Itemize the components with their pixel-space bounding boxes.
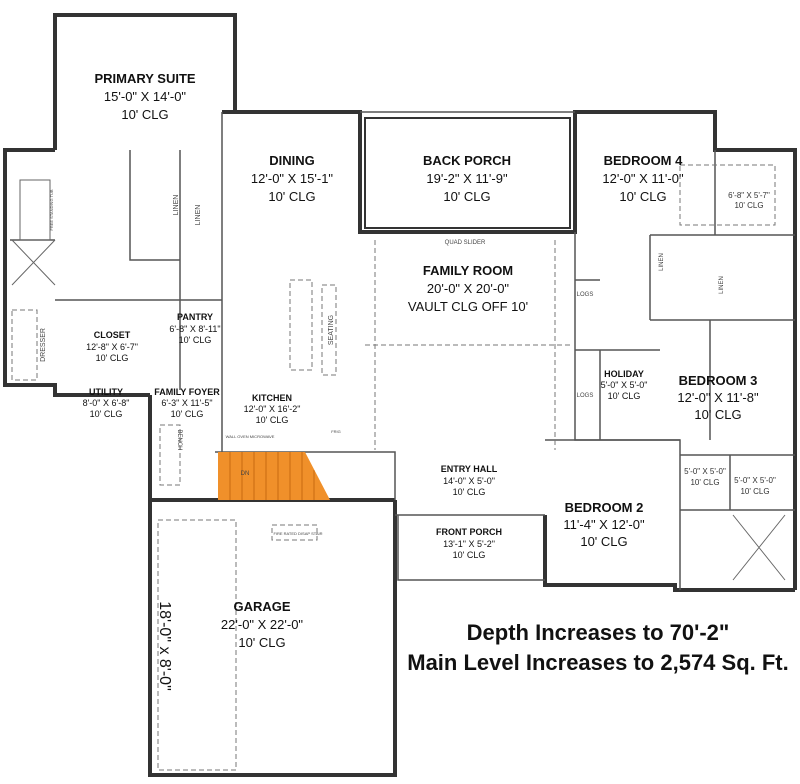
room-dining: DINING 12'-0" X 15'-1" 10' CLG xyxy=(251,153,334,204)
svg-text:10' CLG: 10' CLG xyxy=(580,534,627,549)
svg-text:20'-0" X 20'-0": 20'-0" X 20'-0" xyxy=(427,281,510,296)
room-back-porch: BACK PORCH 19'-2" X 11'-9" 10' CLG xyxy=(423,153,511,204)
room-kitchen: KITCHEN 12'-0" X 16'-2" 10' CLG xyxy=(244,393,301,425)
tub-label: FREE STANDING TUB xyxy=(49,189,54,231)
svg-text:BEDROOM 4: BEDROOM 4 xyxy=(604,153,684,168)
svg-text:FAMILY ROOM: FAMILY ROOM xyxy=(423,263,513,278)
room-holiday: HOLIDAY 5'-0" X 5'-0" 10' CLG xyxy=(601,369,648,401)
linen-label-3: LINEN xyxy=(719,276,725,294)
svg-text:HOLIDAY: HOLIDAY xyxy=(604,369,644,379)
attic-stair-label: FIRE RATED DISAP STAIR xyxy=(273,531,322,536)
svg-text:11'-4" X 12'-0": 11'-4" X 12'-0" xyxy=(563,517,645,532)
svg-text:12'-0" X 11'-8": 12'-0" X 11'-8" xyxy=(677,390,759,405)
svg-text:ENTRY HALL: ENTRY HALL xyxy=(441,464,498,474)
svg-text:10' CLG: 10' CLG xyxy=(179,335,212,345)
svg-text:10' CLG: 10' CLG xyxy=(443,189,490,204)
quad-slider-label: QUAD SLIDER xyxy=(445,240,486,246)
wall-oven-label: WALL OVEN MICROWAVE xyxy=(226,434,275,439)
room-closet-a: 5'-0" X 5'-0" 10' CLG xyxy=(684,467,726,487)
svg-text:6'-3" X 11'-5": 6'-3" X 11'-5" xyxy=(161,398,212,408)
svg-text:12'-0" X 15'-1": 12'-0" X 15'-1" xyxy=(251,171,334,186)
walls xyxy=(3,13,797,777)
svg-text:FRONT PORCH: FRONT PORCH xyxy=(436,527,502,537)
stair-dn-label: DN xyxy=(241,471,250,477)
svg-text:UTILITY: UTILITY xyxy=(89,387,123,397)
room-bedroom-2: BEDROOM 2 11'-4" X 12'-0" 10' CLG xyxy=(563,500,645,549)
svg-text:10' CLG: 10' CLG xyxy=(619,189,666,204)
room-bedroom-4: BEDROOM 4 12'-0" X 11'-0" 10' CLG xyxy=(602,153,684,204)
room-family-room: FAMILY ROOM 20'-0" X 20'-0" VAULT CLG OF… xyxy=(408,263,528,314)
svg-text:DINING: DINING xyxy=(269,153,315,168)
svg-text:8'-0" X 6'-8": 8'-0" X 6'-8" xyxy=(83,398,130,408)
room-closet: CLOSET 12'-8" X 6'-7" 10' CLG xyxy=(86,330,138,363)
svg-text:12'-8" X 6'-7": 12'-8" X 6'-7" xyxy=(86,342,138,352)
seating-label: SEATING xyxy=(328,315,335,345)
svg-text:10' CLG: 10' CLG xyxy=(121,107,168,122)
svg-text:19'-2" X 11'-9": 19'-2" X 11'-9" xyxy=(426,171,508,186)
room-closet-b: 5'-0" X 5'-0" 10' CLG xyxy=(734,476,776,496)
linen-label: LINEN xyxy=(195,205,202,226)
svg-text:10' CLG: 10' CLG xyxy=(734,201,763,210)
stair-highlight xyxy=(218,452,330,500)
svg-text:15'-0" X 14'-0": 15'-0" X 14'-0" xyxy=(104,89,187,104)
svg-text:FAMILY FOYER: FAMILY FOYER xyxy=(154,387,220,397)
logs-label: LOGS xyxy=(577,292,594,298)
svg-text:10' CLG: 10' CLG xyxy=(608,391,641,401)
svg-text:10' CLG: 10' CLG xyxy=(268,189,315,204)
svg-text:5'-0" X 5'-0": 5'-0" X 5'-0" xyxy=(601,380,648,390)
svg-text:22'-0" X 22'-0": 22'-0" X 22'-0" xyxy=(221,617,304,632)
linen-label-2: LINEN xyxy=(173,195,180,216)
svg-text:KITCHEN: KITCHEN xyxy=(252,393,292,403)
svg-text:10' CLG: 10' CLG xyxy=(256,415,289,425)
dresser-label: DRESSER xyxy=(40,328,47,362)
svg-text:13'-1" X 5'-2": 13'-1" X 5'-2" xyxy=(443,539,495,549)
note-depth: Depth Increases to 70'-2" xyxy=(467,620,730,645)
svg-text:BEDROOM 2: BEDROOM 2 xyxy=(565,500,644,515)
svg-text:10' CLG: 10' CLG xyxy=(740,487,769,496)
frig-label: FRIG xyxy=(331,429,341,434)
svg-text:10' CLG: 10' CLG xyxy=(690,478,719,487)
svg-text:CLOSET: CLOSET xyxy=(94,330,131,340)
room-family-foyer: FAMILY FOYER 6'-3" X 11'-5" 10' CLG xyxy=(154,387,220,419)
room-bedroom-3: BEDROOM 3 12'-0" X 11'-8" 10' CLG xyxy=(677,373,759,422)
svg-text:GARAGE: GARAGE xyxy=(233,599,290,614)
svg-text:10' CLG: 10' CLG xyxy=(453,550,486,560)
room-front-porch: FRONT PORCH 13'-1" X 5'-2" 10' CLG xyxy=(436,527,502,560)
svg-text:10' CLG: 10' CLG xyxy=(694,407,741,422)
room-primary-suite: PRIMARY SUITE 15'-0" X 14'-0" 10' CLG xyxy=(94,71,195,122)
svg-text:10' CLG: 10' CLG xyxy=(90,409,123,419)
garage-door-dimension: 18'-0" x 8'-0" xyxy=(156,601,173,691)
svg-text:12'-0" X 11'-0": 12'-0" X 11'-0" xyxy=(602,171,684,186)
svg-text:PANTRY: PANTRY xyxy=(177,312,213,322)
room-bedroom-4-closet: 6'-8" X 5'-7" 10' CLG xyxy=(728,191,770,210)
svg-text:BACK PORCH: BACK PORCH xyxy=(423,153,511,168)
svg-text:BEDROOM 3: BEDROOM 3 xyxy=(679,373,758,388)
room-utility: UTILITY 8'-0" X 6'-8" 10' CLG xyxy=(83,387,130,419)
note-square-footage: Main Level Increases to 2,574 Sq. Ft. xyxy=(407,650,789,675)
svg-text:5'-0" X 5'-0": 5'-0" X 5'-0" xyxy=(684,467,726,476)
svg-text:10' CLG: 10' CLG xyxy=(238,635,285,650)
svg-text:6'-8" X 8'-11": 6'-8" X 8'-11" xyxy=(169,324,220,334)
room-entry-hall: ENTRY HALL 14'-0" X 5'-0" 10' CLG xyxy=(441,464,498,497)
svg-text:10' CLG: 10' CLG xyxy=(171,409,204,419)
svg-text:12'-0" X 16'-2": 12'-0" X 16'-2" xyxy=(244,404,301,414)
bench-label: BENCH xyxy=(176,429,182,450)
dashed-details xyxy=(11,164,786,771)
svg-text:14'-0" X 5'-0": 14'-0" X 5'-0" xyxy=(443,476,495,486)
svg-text:10' CLG: 10' CLG xyxy=(96,353,129,363)
svg-text:VAULT CLG OFF 10': VAULT CLG OFF 10' xyxy=(408,299,528,314)
linen-label-4: LINEN xyxy=(659,253,665,271)
svg-text:10' CLG: 10' CLG xyxy=(453,487,486,497)
svg-text:PRIMARY SUITE: PRIMARY SUITE xyxy=(94,71,195,86)
room-garage: GARAGE 22'-0" X 22'-0" 10' CLG xyxy=(221,599,304,650)
room-pantry: PANTRY 6'-8" X 8'-11" 10' CLG xyxy=(169,312,220,345)
svg-text:6'-8" X 5'-7": 6'-8" X 5'-7" xyxy=(728,191,770,200)
svg-text:5'-0" X 5'-0": 5'-0" X 5'-0" xyxy=(734,476,776,485)
logs-label-2: LOGS xyxy=(577,393,594,399)
